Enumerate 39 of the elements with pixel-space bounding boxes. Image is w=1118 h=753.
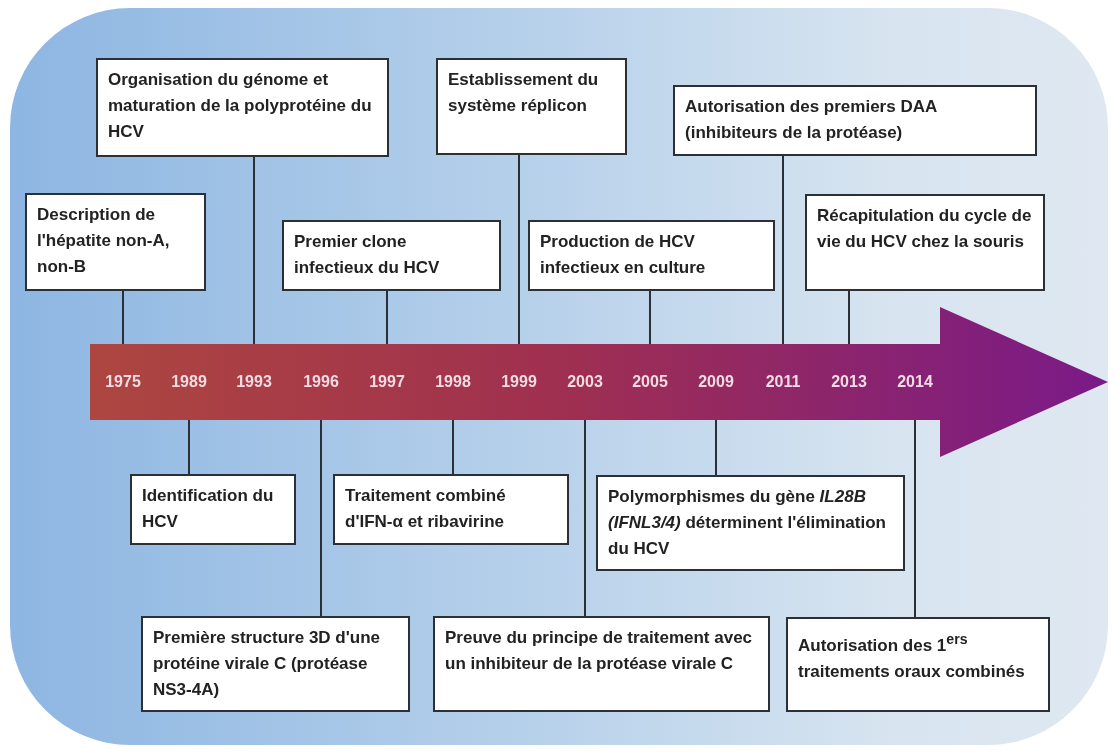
connector-line (386, 290, 388, 345)
connector-line (782, 155, 784, 345)
event-box: Identification du HCV (130, 474, 296, 545)
year-label: 2005 (632, 373, 668, 391)
year-label: 1998 (435, 373, 471, 391)
connector-line (518, 154, 520, 345)
connector-line (848, 290, 850, 345)
event-box: Description de l'hépatite non-A, non-B (25, 193, 206, 291)
event-box: Polymorphismes du gène IL28B (IFNL3/4) déterminent l'élimination du HCV (596, 475, 905, 571)
connector-line (253, 156, 255, 345)
event-box: Preuve du principe de traitement avec un inhibiteur de la protéase virale C (433, 616, 770, 712)
connector-line (320, 419, 322, 617)
year-label: 2011 (765, 373, 801, 391)
event-box: Autorisation des premiers DAA (inhibiteurs de la protéase) (673, 85, 1037, 156)
year-label: 1999 (501, 373, 537, 391)
year-label: 2003 (567, 373, 603, 391)
year-label: 1997 (369, 373, 405, 391)
connector-line (122, 290, 124, 345)
connector-line (188, 419, 190, 475)
connector-line (649, 290, 651, 345)
event-box: Autorisation des 1$^{ers}$ traitements oraux combinés (786, 617, 1050, 712)
connector-line (584, 419, 586, 617)
year-label: 2009 (698, 373, 734, 391)
year-label: 1993 (236, 373, 272, 391)
event-box: Premier clone infectieux du HCV (282, 220, 501, 291)
event-box: Organisation du génome et maturation de la polyprotéine du HCV (96, 58, 389, 157)
year-label: 2013 (831, 373, 867, 391)
connector-line (452, 419, 454, 475)
year-label: 1996 (303, 373, 339, 391)
year-label: 2014 (897, 373, 933, 391)
connector-line (715, 419, 717, 476)
connector-line (914, 419, 916, 618)
event-box: Première structure 3D d'une protéine virale C (protéase NS3-4A) (141, 616, 410, 712)
year-label: 1989 (171, 373, 207, 391)
event-box: Production de HCV infectieux en culture (528, 220, 775, 291)
year-label: 1975 (105, 373, 141, 391)
event-box: Récapitulation du cycle de vie du HCV chez la souris (805, 194, 1045, 291)
event-box: Establissement du système réplicon (436, 58, 627, 155)
event-box: Traitement combiné d'IFN-α et ribavirine (333, 474, 569, 545)
